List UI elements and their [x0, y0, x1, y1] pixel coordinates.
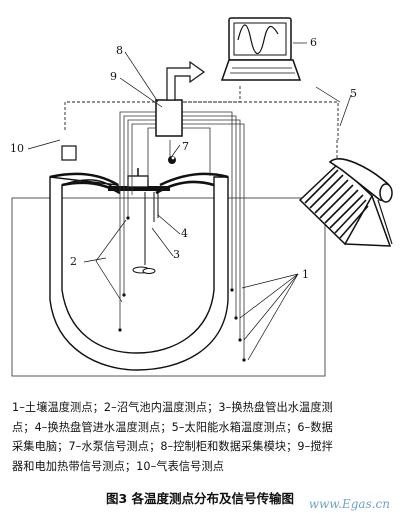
legend-line: 点；4–换热盘管进水温度测点；5–太阳能水箱温度测点；6–数据	[12, 420, 333, 434]
solar-heater-icon	[298, 158, 393, 247]
label-5: 5	[350, 87, 357, 100]
soil-sensor	[234, 316, 238, 320]
gas-meter-box	[61, 145, 77, 161]
soil-sensor	[230, 288, 234, 292]
label-8: 8	[116, 44, 123, 57]
digester-tank	[49, 176, 229, 371]
transmit-arrow	[166, 60, 206, 101]
label-1: 1	[302, 268, 309, 281]
label-4: 4	[181, 227, 188, 240]
soil-sensor	[242, 358, 246, 362]
soil-sensor	[118, 328, 122, 332]
tank-sensor	[122, 293, 126, 297]
figure-caption: 图3 各温度测点分布及信号传输图	[105, 491, 295, 506]
label-2: 2	[70, 255, 77, 268]
legend-line: 1–土壤温度测点；2–沼气池内温度测点；3–换热盘管出水温度测	[12, 401, 333, 414]
legend-line: 器和电加热带信号测点；10–气表信号测点	[12, 459, 225, 473]
watermark: www.Egas.cn	[308, 497, 390, 511]
label-10: 10	[10, 142, 24, 155]
digester-neck	[127, 175, 149, 188]
soil-box	[11, 197, 326, 377]
tank-sensor	[126, 216, 130, 220]
legend-line: 采集电脑；7–水泵信号测点；8–控制柜和数据采集模块；9–搅拌	[12, 440, 333, 453]
laptop-icon	[220, 17, 302, 81]
legend: 1–土壤温度测点；2–沼气池内温度测点；3–换热盘管出水温度测 点；4–换热盘管…	[12, 398, 388, 476]
label-6: 6	[310, 36, 317, 49]
signal-wires	[119, 111, 245, 360]
digester-lid	[108, 186, 170, 191]
dashed-link-10	[64, 101, 155, 130]
label-3: 3	[173, 248, 180, 261]
dashed-link-9	[184, 101, 339, 140]
dashed-link-6	[183, 86, 241, 103]
label-9: 9	[110, 70, 117, 83]
label-7: 7	[182, 140, 189, 153]
measurement-diagram: 1 2 3 4 5 6 7 8 9 10	[10, 17, 393, 377]
soil-sensor	[238, 338, 242, 342]
